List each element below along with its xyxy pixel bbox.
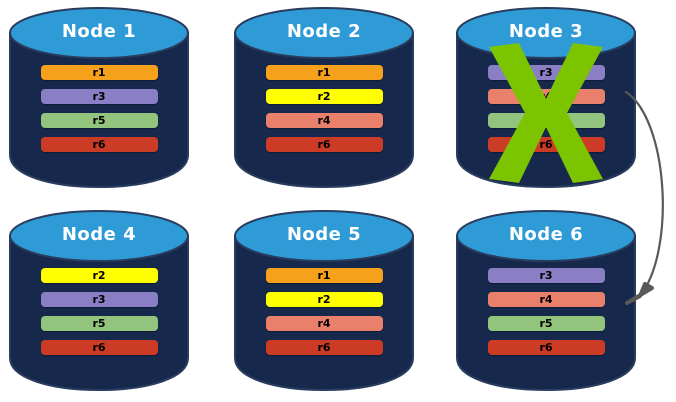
replica-r3[interactable]: r3 (487, 268, 605, 283)
node-6-replica-list: r3 r4 r5 r6 (455, 268, 637, 364)
node-3-replica-list: r3 r4 r5 r6 (455, 65, 637, 161)
replica-r2[interactable]: r2 (265, 292, 383, 307)
replica-r1[interactable]: r1 (40, 65, 158, 80)
replica-r2[interactable]: r2 (40, 268, 158, 283)
replica-r6[interactable]: r6 (265, 137, 383, 152)
node-1-replica-list: r1 r3 r5 r6 (8, 65, 190, 161)
replica-r2[interactable]: r2 (265, 89, 383, 104)
replica-r4[interactable]: r4 (487, 89, 605, 104)
replica-r1[interactable]: r1 (265, 65, 383, 80)
replica-r3[interactable]: r3 (40, 292, 158, 307)
replica-r6[interactable]: r6 (487, 340, 605, 355)
replica-r4[interactable]: r4 (487, 292, 605, 307)
node-5-replica-list: r1 r2 r4 r6 (233, 268, 415, 364)
node-4-replica-list: r2 r3 r5 r6 (8, 268, 190, 364)
replica-r5[interactable]: r5 (40, 316, 158, 331)
replica-r3[interactable]: r3 (487, 65, 605, 80)
replica-r4[interactable]: r4 (265, 316, 383, 331)
replica-r4[interactable]: r4 (265, 113, 383, 128)
replica-r1[interactable]: r1 (265, 268, 383, 283)
replica-r5[interactable]: r5 (487, 316, 605, 331)
replica-r6[interactable]: r6 (265, 340, 383, 355)
replica-r3[interactable]: r3 (40, 89, 158, 104)
replica-r5[interactable]: r5 (487, 113, 605, 128)
replica-r6[interactable]: r6 (40, 137, 158, 152)
node-2-replica-list: r1 r2 r4 r6 (233, 65, 415, 161)
replica-r6[interactable]: r6 (40, 340, 158, 355)
replica-r5[interactable]: r5 (40, 113, 158, 128)
replica-r6[interactable]: r6 (487, 137, 605, 152)
